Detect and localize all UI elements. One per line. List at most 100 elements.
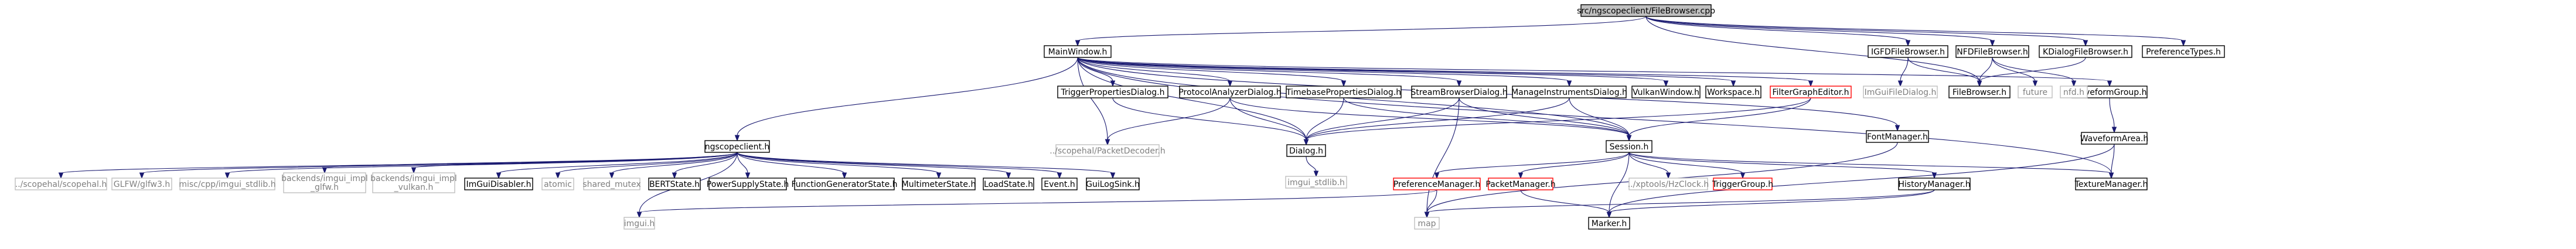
node-box [1057,86,1168,98]
node-igf[interactable]: IGFDFileBrowser.h [1868,45,1948,58]
node-psustate[interactable]: PowerSupplyState.h [707,178,789,190]
edge-session-to-hzclock [1628,152,1669,174]
node-filebrowser[interactable]: FileBrowser.h [1948,86,2011,98]
edge-filtergraph-to-dialog [1306,97,1811,141]
node-triggergroup[interactable]: TriggerGroup.h [1712,178,1773,190]
node-session[interactable]: Session.h [1606,140,1652,153]
node-label: Session.h [1610,142,1649,152]
edge-arrowhead [672,172,677,179]
edge-ngscopeclient-to-imguidisabler [498,152,738,174]
node-label: PacketManager.h [1485,180,1555,189]
node-historymanager[interactable]: HistoryManager.h [1898,178,1971,190]
node-imguidisabler[interactable]: ImGuiDisabler.h [464,178,533,190]
edge-arrowhead [636,212,642,219]
edge-arrowhead [58,172,64,179]
edge-packetmanager-to-marker [1520,189,1610,213]
edge-igf-to-imguifiledialog [1900,57,1909,82]
edge-root-to-nfd [1645,16,1993,42]
node-fgenstate[interactable]: FunctionGeneratorState.h [791,178,898,190]
edge-nfd-to-future [1992,57,2036,82]
node-box [1044,45,1112,58]
node-label: MainWindow.h [1048,47,1108,57]
node-waveformarea[interactable]: WaveformArea.h [2080,132,2149,145]
node-dialog[interactable]: Dialog.h [1286,144,1326,157]
node-marker[interactable]: Marker.h [1588,217,1630,230]
node-guilogsink[interactable]: GuiLogSink.h [1086,178,1140,190]
node-fontmanager[interactable]: FontManager.h [1866,130,1929,143]
node-label: ../scopehal/scopehal.h [15,180,107,189]
node-imstdlib2: imgui_stdlib.h [1285,176,1347,189]
edge-triggerprop-to-dialog [1112,97,1307,141]
node-ngscopeclient[interactable]: ngscopeclient.h [704,140,770,153]
node-waveformgroup[interactable]: WaveformGroup.h [2071,86,2148,98]
edge-arrowhead [224,172,230,179]
node-triggerprop[interactable]: TriggerPropertiesDialog.h [1057,86,1168,98]
edge-mainwindow-to-vulkanwindow [1077,57,1667,82]
node-kdialog[interactable]: KDialogFileBrowser.h [2039,45,2132,58]
node-label: misc/cpp/imgui_stdlib.h [179,180,275,189]
edge-waveformarea-to-marker [1609,144,2115,213]
edge-arrowhead [1424,212,1430,219]
edge-arrowhead [139,172,145,179]
node-mainwindow[interactable]: MainWindow.h [1044,45,1112,58]
node-mmstate[interactable]: MultimeterState.h [902,178,976,190]
node-imstdlib: misc/cpp/imgui_stdlib.h [179,178,276,190]
edge-historymanager-to-marker [1609,189,1935,213]
node-label: FontManager.h [1867,132,1928,142]
node-box [983,178,1034,190]
edge-ngscopeclient-to-event [737,152,1060,174]
node-box [2075,178,2148,190]
node-streambrowser[interactable]: StreamBrowserDialog.h [1410,86,1508,98]
node-box [1286,86,1402,98]
edge-root-to-igf [1645,16,1909,42]
edge-mainwindow-to-filtergraph [1077,57,1811,82]
node-label-line: backends/imgui_impl [370,174,457,183]
node-label-line: _vulkan.h [394,183,434,192]
node-manageinstr[interactable]: ManageInstrumentsDialog.h [1511,86,1627,98]
node-label: VulkanWindow.h [1633,88,1699,97]
node-box [794,178,895,190]
node-prefmanager[interactable]: PreferenceManager.h [1393,178,1481,190]
node-filtergraph[interactable]: FilterGraphEditor.h [1770,86,1852,98]
node-preftypes[interactable]: PreferenceTypes.h [2142,45,2225,58]
node-label: GLFW/glfw3.h [114,180,170,189]
node-workspace[interactable]: Workspace.h [1705,86,1761,98]
node-box [1393,178,1481,190]
node-label: TimebasePropertiesDialog.h [1286,88,1401,97]
edge-fontmanager-to-map [1426,142,1898,213]
node-box [1713,178,1773,190]
node-label: Workspace.h [1707,88,1760,97]
node-timebaseprop[interactable]: TimebasePropertiesDialog.h [1286,86,1402,98]
node-box [1286,144,1326,157]
node-imguifiledialog: ImGuiFileDialog.h [1863,86,1938,98]
node-bertstate[interactable]: BERTState.h [648,178,701,190]
edge-arrowhead [1665,172,1671,179]
edge-streambrowser-to-dialog [1306,97,1460,141]
node-label-line: backends/imgui_impl [281,174,368,183]
node-label: FilterGraphEditor.h [1772,88,1849,97]
node-label: WaveformGroup.h [2072,88,2146,97]
edge-ngscopeclient-to-psustate [737,152,748,174]
node-box [1411,86,1507,98]
node-box [648,178,701,190]
node-texturemanager[interactable]: TextureManager.h [2074,178,2148,190]
node-label: StreamBrowserDialog.h [1410,88,1507,97]
node-root[interactable]: src/ngscopeclient/FileBrowser.cpp [1577,4,1715,17]
node-protoanalyzer[interactable]: ProtocolAnalyzerDialog.h [1178,86,1282,98]
node-vulkanwindow[interactable]: VulkanWindow.h [1631,86,1701,98]
edge-mainwindow-to-protoanalyzer [1077,57,1231,82]
node-event[interactable]: Event.h [1041,178,1078,190]
node-box [1628,178,1708,190]
node-box [1055,144,1160,157]
node-packetmanager[interactable]: PacketManager.h [1485,178,1556,190]
node-nfd[interactable]: NFDFileBrowser.h [1955,45,2029,58]
node-loadstate[interactable]: LoadState.h [983,178,1034,190]
node-map: map [1414,217,1440,230]
node-label: LoadState.h [984,180,1033,189]
edge-arrowhead [1341,80,1347,87]
edge-mainwindow-to-packetdecoder [1077,57,1108,141]
node-label: GuiLogSink.h [1086,180,1140,189]
edge-arrowhead [1989,40,1995,47]
edge-kdialog-to-filebrowser [1979,57,2086,82]
node-label: FunctionGeneratorState.h [791,180,897,189]
